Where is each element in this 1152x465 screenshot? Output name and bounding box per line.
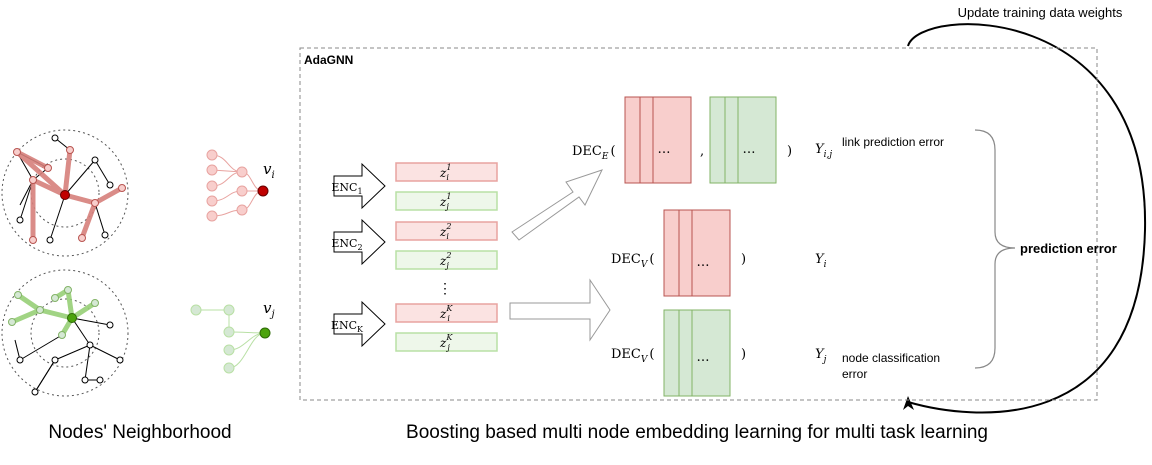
svg-text:zKj: zKj xyxy=(439,333,453,352)
adagnn-frame xyxy=(299,47,1098,401)
flow-arrow-up xyxy=(511,169,603,241)
node-label-vi: vi xyxy=(263,160,275,181)
dec-v1-close: ) xyxy=(741,252,746,267)
output-y-j: Yj xyxy=(815,347,827,365)
matrix-node-red: … xyxy=(663,209,731,297)
svg-text:ENCK: ENCK xyxy=(331,319,364,334)
svg-text:zKi: zKi xyxy=(439,304,453,323)
matrix-edge-red: … xyxy=(624,96,692,184)
dec-e-label: DECE( xyxy=(572,144,616,162)
svg-text:…: … xyxy=(658,142,671,157)
encoder-2: ENC2 xyxy=(331,218,386,266)
matrix-node-green: … xyxy=(663,309,731,397)
node-label-vj: vj xyxy=(263,299,275,320)
matrix-edge-green: … xyxy=(709,96,777,184)
neighborhood-graph-green xyxy=(1,269,129,397)
dec-e-comma: , xyxy=(700,144,704,159)
output-y-ij: Yi,j xyxy=(815,142,832,160)
svg-text:ENC2: ENC2 xyxy=(331,237,362,252)
svg-text:z2j: z2j xyxy=(439,251,451,270)
dec-v2-label: DECV( xyxy=(611,347,654,365)
main-caption: Boosting based multi node embedding lear… xyxy=(406,422,988,443)
output-y-i: Yi xyxy=(815,252,827,270)
node-classification-error-line1: node classification xyxy=(842,351,940,365)
encoder-k: ENCK xyxy=(331,300,386,348)
embedding-vdots: ⋮ xyxy=(438,281,452,297)
flow-arrow-right xyxy=(509,278,611,342)
svg-text:z1i: z1i xyxy=(439,163,451,182)
svg-text:ENC1: ENC1 xyxy=(331,181,362,196)
update-weights-label: Update training data weights xyxy=(958,5,1123,20)
svg-text:…: … xyxy=(743,142,756,157)
node-classification-error-line2: error xyxy=(842,367,867,381)
neighborhood-graph-red xyxy=(1,129,129,257)
error-brace xyxy=(974,129,1016,369)
dec-e-close: ) xyxy=(787,144,792,159)
dec-v1-label: DECV( xyxy=(611,252,654,270)
feedback-arrowhead xyxy=(903,396,914,410)
adagnn-title: AdaGNN xyxy=(304,53,353,67)
feedback-arrow xyxy=(907,23,1147,414)
prediction-error-label: prediction error xyxy=(1020,241,1117,256)
svg-text:z2i: z2i xyxy=(439,222,451,241)
computation-tree-vj xyxy=(190,304,271,374)
encoder-1: ENC1 xyxy=(331,162,386,210)
computation-tree-vi xyxy=(206,149,269,222)
svg-text:…: … xyxy=(697,255,710,270)
svg-text:…: … xyxy=(697,350,710,365)
link-prediction-error-label: link prediction error xyxy=(842,135,944,149)
dec-v2-close: ) xyxy=(741,347,746,362)
svg-text:z1j: z1j xyxy=(439,192,451,211)
left-caption: Nodes' Neighborhood xyxy=(48,422,231,443)
